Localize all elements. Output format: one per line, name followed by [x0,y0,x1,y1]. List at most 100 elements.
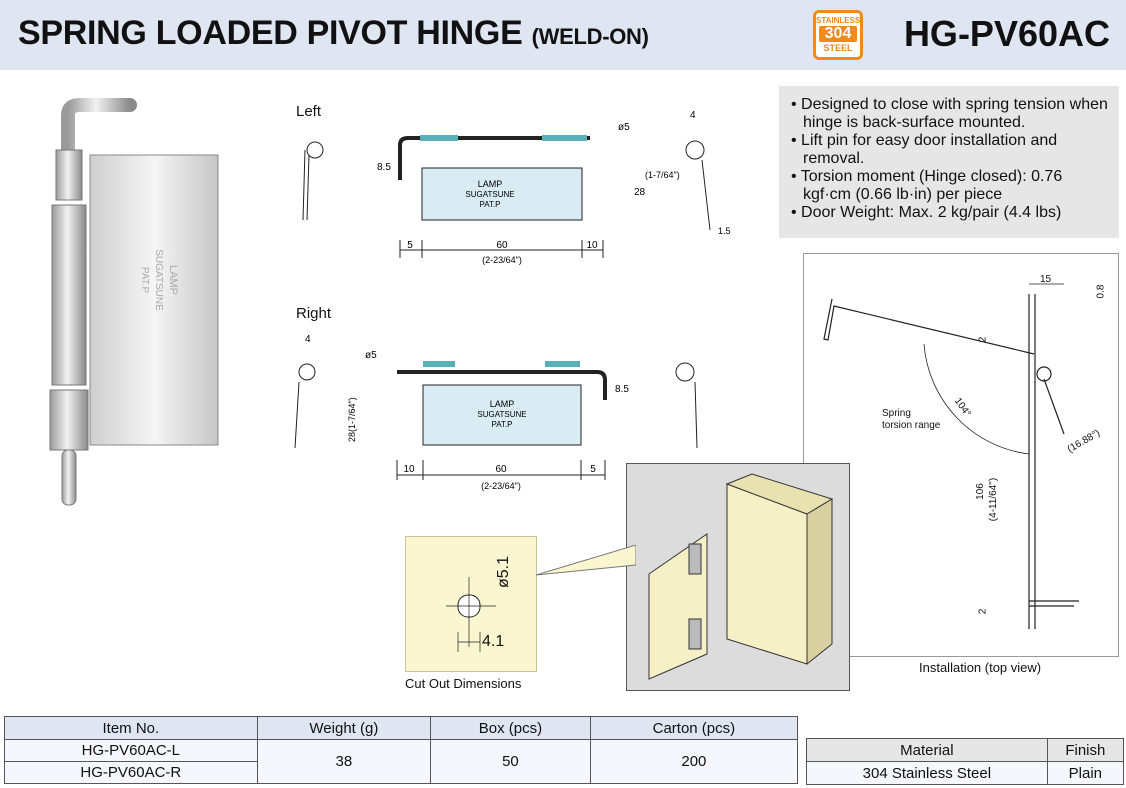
spec-table: Item No. Weight (g) Box (pcs) Carton (pc… [4,716,799,784]
right-dim-5: 5 [590,464,596,475]
header-carton: Carton (pcs) [589,716,799,740]
right-plate-brand: LAMP [490,399,515,409]
photo-pin-tip [61,449,77,506]
right-knuckle-1 [423,361,455,367]
left-plate-maker: SUGATSUNE [465,190,514,199]
model-number: HG-PV60AC [903,13,1110,54]
title-suffix: (WELD-ON) [531,24,649,49]
right-dim-8-5: 8.5 [615,384,629,395]
left-dim-1-5: 1.5 [718,226,731,236]
page-title: SPRING LOADED PIVOT HINGE (WELD-ON) [18,14,649,53]
left-pin [398,136,590,180]
title-main: SPRING LOADED PIVOT HINGE [18,14,523,52]
iso-hinge-top [688,543,702,575]
photo-maker: SUGATSUNE [153,249,164,311]
install-dim-106-inch: (4-11/64") [988,477,1000,522]
cutout-dim-lines [446,577,496,652]
header-finish: Finish [1046,738,1125,762]
feature-item: Torsion moment (Hinge closed): 0.76 kgf·… [791,168,1109,204]
left-dim-5: 5 [407,240,413,251]
cutout-caption: Cut Out Dimensions [405,676,522,691]
right-dim-60-inch: (2-23/64") [481,481,521,491]
installation-svg [823,283,1079,629]
right-knuckle-2 [545,361,580,367]
weight-value: 38 [256,739,432,784]
photo-pat: PAT.P [139,267,150,294]
photo-brand: LAMP [167,265,179,295]
left-end-leaf [701,159,711,231]
install-knuckle [1036,366,1052,382]
carton-value: 200 [589,739,799,784]
left-dim-60: 60 [496,240,508,251]
installation-caption: Installation (top view) [919,660,1042,675]
right-label: Right [296,305,332,322]
left-side-leaf [302,149,310,221]
cutout-diagram: ø5.1 4.1 [405,536,537,672]
feature-item: Door Weight: Max. 2 kg/pair (4.4 lbs) [791,204,1109,222]
left-dim-28: 28 [634,187,646,198]
left-dim-28-inch: (1-7/64") [645,170,680,180]
right-dim-lines [396,460,606,480]
item-no-right: HG-PV60AC-R [4,761,258,784]
cutout-width: 4.1 [482,633,505,650]
photo-spring [51,204,87,386]
install-dim-2-top: 2 [977,336,989,343]
right-dim-60: 60 [495,464,507,475]
installation-diagram: 15 0.8 2 104° (16.88°) Spring torsion ra… [803,253,1119,657]
photo-lower-knuckle [49,389,89,451]
features-box: Designed to close with spring tension wh… [779,86,1119,238]
cutout-dia: ø5.1 [495,555,513,589]
left-knuckle-2 [542,135,587,141]
install-spring-label-1: Spring [882,408,911,419]
left-label: Left [296,103,322,120]
install-dim-106: 106 [974,483,986,500]
right-side-leaf [294,381,300,449]
left-side-knuckle [306,141,324,159]
install-bottom-leaf [1029,600,1079,607]
left-drawing: LAMP SUGATSUNE PAT.P 8.5 5 60 10 (2-23/6… [302,110,731,265]
isometric-view [626,463,850,691]
install-dim-15-text: 15 [1040,274,1052,285]
iso-cabinet-front [726,483,808,665]
badge-line2: 304 [819,26,857,42]
install-dim-0-8: 0.8 [1095,284,1107,299]
header-weight: Weight (g) [256,716,432,740]
header-material: Material [806,738,1048,762]
right-dim-10: 10 [403,464,415,475]
item-no-left: HG-PV60AC-L [4,739,258,762]
material-table: Material Finish 304 Stainless Steel Plai… [806,738,1125,785]
photo-plate [89,154,219,446]
install-spring-label-2: torsion range [882,420,941,431]
finish-value: Plain [1046,761,1125,785]
iso-cabinet-side [806,498,833,666]
left-dim-8-5: 8.5 [377,162,391,173]
badge-line1: STAINLESS [816,16,861,25]
right-plate-pat: PAT.P [491,420,512,429]
left-dim-10: 10 [586,240,598,251]
right-dim-4: 4 [305,334,311,345]
left-plate-pat: PAT.P [479,200,500,209]
right-plate-maker: SUGATSUNE [477,410,526,419]
left-end-knuckle [685,140,705,160]
right-side-knuckle [298,363,316,381]
header-item-no: Item No. [4,716,258,740]
left-plate-brand: LAMP [478,179,503,189]
left-knuckle-1 [420,135,458,141]
left-dim-dia5: ø5 [618,122,630,133]
right-drawing: LAMP SUGATSUNE PAT.P 4 ø5 28(1-7/64") 8.… [294,334,698,491]
right-dim-28: 28(1-7/64") [347,397,357,442]
photo-pin-bend [61,98,137,162]
right-end-leaf [694,381,698,449]
right-pin [397,370,607,400]
iso-hinge-bottom [688,618,702,650]
left-dim-lines [399,240,604,258]
right-plate [422,384,582,446]
left-dim-4: 4 [690,110,696,121]
install-dim-2-bottom: 2 [977,608,989,615]
header-box: Box (pcs) [430,716,591,740]
right-end-knuckle [675,362,695,382]
stainless-badge: STAINLESS 304 STEEL [813,10,863,60]
cutout-pointer [536,545,636,576]
photo-upper-knuckle [55,149,83,201]
header-bar [0,0,1126,70]
